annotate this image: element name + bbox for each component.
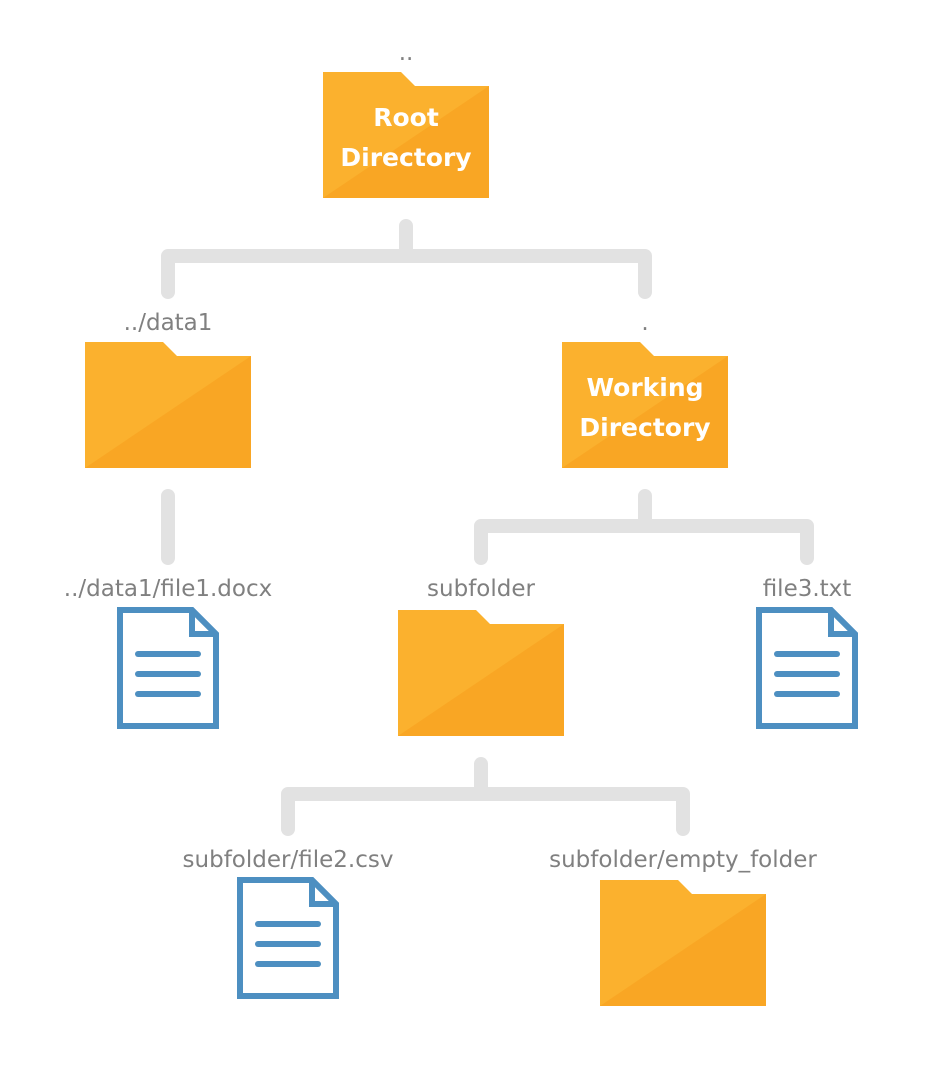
path-label: ../data1/file1.docx bbox=[64, 576, 272, 602]
folder-title-line: Directory bbox=[579, 413, 710, 442]
folder-icon bbox=[398, 610, 564, 736]
path-label: subfolder/empty_folder bbox=[549, 847, 817, 873]
folder-node-subfolder[interactable]: subfolder bbox=[398, 576, 564, 736]
folder-title-line: Root bbox=[373, 103, 439, 132]
folder-icon bbox=[85, 342, 251, 468]
folder-title-line: Working bbox=[586, 373, 703, 402]
folder-icon bbox=[323, 72, 489, 198]
path-label: subfolder bbox=[427, 576, 535, 602]
tree-connectors bbox=[161, 219, 814, 836]
document-icon bbox=[756, 607, 858, 729]
path-label: .. bbox=[399, 40, 414, 66]
folder-node-empty-folder[interactable]: subfolder/empty_folder bbox=[549, 847, 817, 1006]
connector-root-children bbox=[161, 219, 652, 299]
folder-icon bbox=[600, 880, 766, 1006]
file-node-file1[interactable]: ../data1/file1.docx bbox=[64, 576, 272, 729]
folder-icon bbox=[562, 342, 728, 468]
path-label: file3.txt bbox=[763, 576, 852, 602]
document-icon bbox=[117, 607, 219, 729]
connector-subfolder-children bbox=[281, 757, 690, 836]
folder-title-line: Directory bbox=[340, 143, 471, 172]
connector-working-children bbox=[474, 489, 814, 565]
path-label: . bbox=[641, 310, 648, 336]
tree-nodes: ..RootDirectory../data1.WorkingDirectory… bbox=[64, 40, 858, 1006]
path-label: subfolder/file2.csv bbox=[183, 847, 394, 873]
file-node-file3[interactable]: file3.txt bbox=[756, 576, 858, 729]
folder-node-data1[interactable]: ../data1 bbox=[85, 310, 251, 468]
file-node-file2[interactable]: subfolder/file2.csv bbox=[183, 847, 394, 999]
path-label: ../data1 bbox=[124, 310, 213, 336]
document-icon bbox=[237, 877, 339, 999]
